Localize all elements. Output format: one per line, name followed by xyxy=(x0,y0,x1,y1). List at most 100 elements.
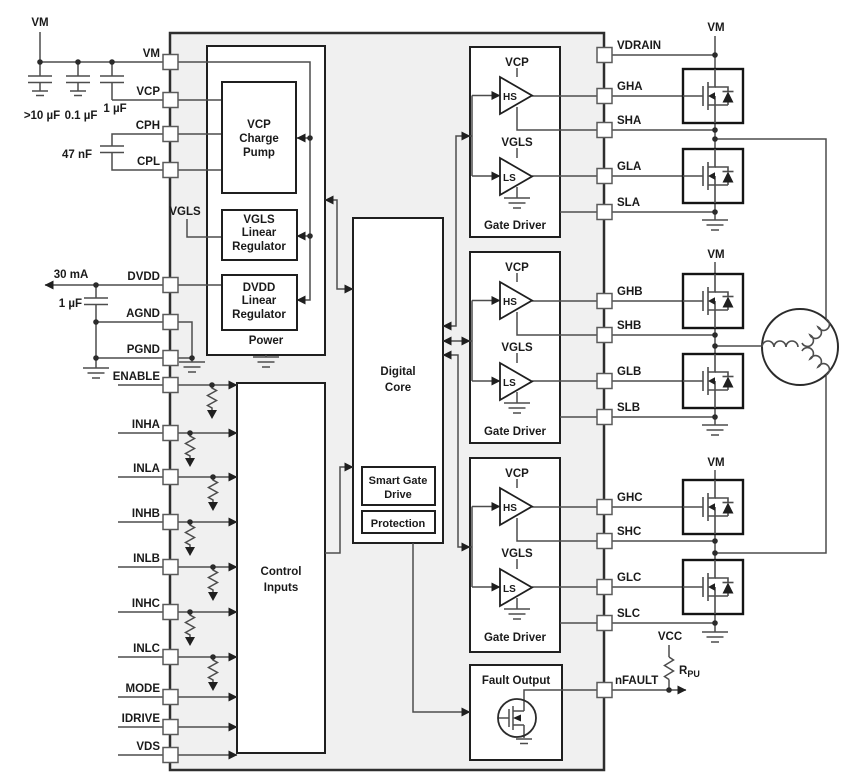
gate-driver-b-amps xyxy=(499,280,534,402)
protection-label: Protection xyxy=(371,518,426,530)
gate-driver-a-amps xyxy=(499,75,534,197)
wire-shc-motor xyxy=(715,374,827,554)
pin-pgnd-label: PGND xyxy=(127,344,160,356)
pin-shb-label: SHB xyxy=(617,320,641,332)
pin-enable-label: ENABLE xyxy=(113,371,161,383)
vm-cap-label: 1 µF xyxy=(103,103,126,115)
dvdd-reg-line2: Linear xyxy=(242,295,277,307)
gdb-hs-label: HS xyxy=(503,297,517,308)
dvdd-current-label: 30 mA xyxy=(54,269,89,281)
pin-vcp-label: VCP xyxy=(136,86,160,98)
pin-inla-label: INLA xyxy=(133,463,160,475)
wire-vgls-net xyxy=(186,219,222,238)
half-bridge-c xyxy=(681,478,745,616)
half-bridge-b xyxy=(681,272,745,410)
gda-vcp-label: VCP xyxy=(505,57,529,69)
pin-vm xyxy=(162,53,179,71)
wire-power-core xyxy=(324,195,354,294)
protection-block xyxy=(361,510,436,534)
vm-rail-c-label: VM xyxy=(707,457,724,469)
control-inputs-line2: Inputs xyxy=(264,582,299,594)
pin-dvdd xyxy=(162,276,179,294)
gda-ls-label: LS xyxy=(503,173,516,184)
pin-vds-label: VDS xyxy=(136,741,160,753)
pin-sha-label: SHA xyxy=(617,115,641,127)
pin-mode xyxy=(162,688,179,706)
labels: VM VCP CPH CPL DVDD AGND PGND ENABLE INH… xyxy=(24,17,725,753)
gdc-ls-label: LS xyxy=(503,584,516,595)
phase-b-rail xyxy=(701,262,762,436)
pin-vcp xyxy=(162,91,179,109)
gate-driver-b-block xyxy=(469,251,561,444)
pin-slb-label: SLB xyxy=(617,402,640,414)
pin-dvdd-label: DVDD xyxy=(127,271,160,283)
pin-glb-label: GLB xyxy=(617,366,641,378)
pin-mode-label: MODE xyxy=(126,683,161,695)
pin-nfault xyxy=(596,681,613,699)
control-inputs-block xyxy=(236,382,326,754)
vgls-reg-line3: Regulator xyxy=(232,241,286,253)
vm-rail-a-label: VM xyxy=(707,22,724,34)
pin-inhb-label: INHB xyxy=(132,508,160,520)
pin-glc-label: GLC xyxy=(617,572,641,584)
pin-ghb-label: GHB xyxy=(617,286,643,298)
flying-cap-label: 47 nF xyxy=(62,149,92,161)
gda-hs-label: HS xyxy=(503,92,517,103)
wire-vm-net xyxy=(39,32,311,305)
pin-slc-label: SLC xyxy=(617,608,640,620)
half-bridge-a xyxy=(681,67,745,205)
gate-driver-b-wires xyxy=(470,273,715,418)
fault-output-title: Fault Output xyxy=(482,675,551,687)
wire-nfault xyxy=(523,685,687,711)
pin-inlb xyxy=(162,558,179,576)
vgls-net-label: VGLS xyxy=(169,206,201,218)
pin-inhb xyxy=(162,513,179,531)
gdb-title: Gate Driver xyxy=(484,426,547,438)
gate-driver-c-block xyxy=(469,457,561,653)
pin-slb xyxy=(596,408,613,426)
pin-inhc xyxy=(162,603,179,621)
dvdd-reg-line3: Regulator xyxy=(232,309,286,321)
pin-gha-label: GHA xyxy=(617,81,643,93)
pin-ghc xyxy=(596,498,613,516)
rpu-label: RPU xyxy=(679,665,700,679)
digital-core-line1: Digital xyxy=(380,366,415,378)
vcc-pullup xyxy=(663,645,675,690)
pin-enable xyxy=(162,376,179,394)
gdc-vcp-label: VCP xyxy=(505,468,529,480)
gdb-vcp-label: VCP xyxy=(505,262,529,274)
wire-agnd xyxy=(96,321,193,358)
vgls-reg-line2: Linear xyxy=(242,227,277,239)
pin-ghc-label: GHC xyxy=(617,492,643,504)
pin-cpl xyxy=(162,161,179,179)
pin-slc xyxy=(596,614,613,632)
charge-pump-line3: Pump xyxy=(243,147,275,159)
vm-supply-label: VM xyxy=(31,17,48,29)
wire-core-gda xyxy=(442,131,471,331)
pin-cph-label: CPH xyxy=(136,120,160,132)
pin-glb xyxy=(596,372,613,390)
pin-inhc-label: INHC xyxy=(132,598,160,610)
pin-gha xyxy=(596,87,613,105)
vm-rail-b-label: VM xyxy=(707,249,724,261)
gate-driver-c-amps xyxy=(499,486,534,608)
left-pin-terminals xyxy=(162,53,179,764)
pin-gla xyxy=(596,167,613,185)
pin-agnd-label: AGND xyxy=(126,308,160,320)
pin-idrive-label: IDRIVE xyxy=(122,713,161,725)
pin-vdrain xyxy=(596,46,613,64)
pin-vm-label: VM xyxy=(143,48,160,60)
pin-shc xyxy=(596,532,613,550)
wire-ci-core xyxy=(325,462,354,554)
pin-glc xyxy=(596,578,613,596)
pin-vdrain-label: VDRAIN xyxy=(617,40,661,52)
junction-dots xyxy=(37,52,718,693)
vcp-charge-pump-block xyxy=(221,81,297,194)
gda-title: Gate Driver xyxy=(484,220,547,232)
wire-sha-motor xyxy=(715,138,827,320)
gda-vgls-label: VGLS xyxy=(501,137,533,149)
wire-core-fault xyxy=(412,543,471,717)
pin-inlc xyxy=(162,648,179,666)
pin-shb xyxy=(596,326,613,344)
